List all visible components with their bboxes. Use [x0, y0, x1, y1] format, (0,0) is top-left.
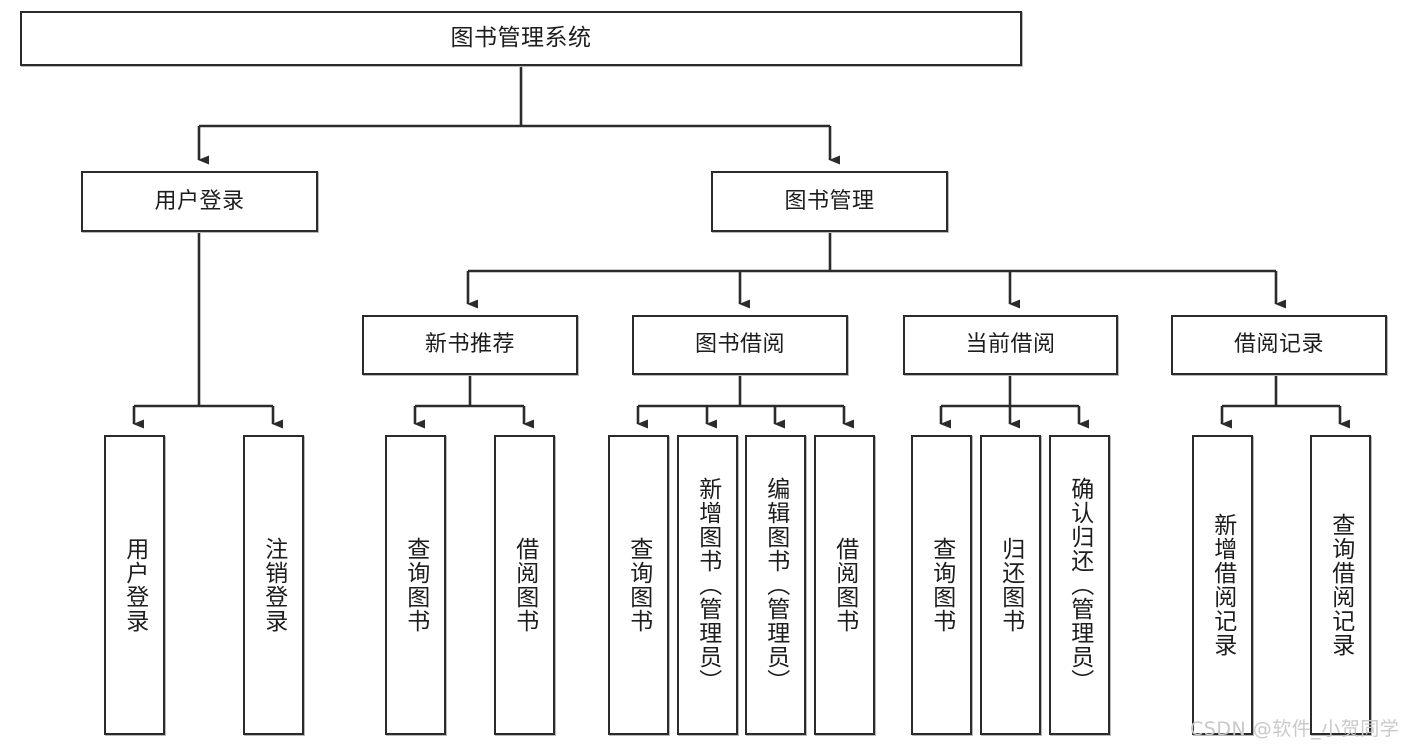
node-label: 新书推荐	[424, 332, 515, 358]
node-label: 借阅图书	[511, 537, 538, 633]
node-label: 查询图书	[402, 537, 429, 633]
node-new-book-recommend[interactable]: 新书推荐	[362, 315, 578, 375]
node-label: 借阅记录	[1233, 332, 1324, 358]
leaf-bookborrow-query-book[interactable]: 查询图书	[608, 435, 669, 735]
node-label: 图书管理系统	[450, 24, 592, 51]
node-label: 注销登录	[260, 537, 287, 633]
node-user-login[interactable]: 用户登录	[81, 171, 318, 232]
leaf-currentborrow-return-book[interactable]: 归还图书	[980, 435, 1041, 735]
node-label: 借阅图书	[831, 537, 858, 633]
leaf-currentborrow-confirm-return-admin[interactable]: 确认归还（管理员）	[1049, 435, 1110, 735]
node-label: 图书借阅	[694, 332, 785, 358]
node-label: 当前借阅	[965, 332, 1056, 358]
node-book-borrow[interactable]: 图书借阅	[632, 315, 848, 375]
node-label: 归还图书	[997, 537, 1024, 633]
node-label: 查询图书	[928, 537, 955, 633]
leaf-bookborrow-borrow-book[interactable]: 借阅图书	[814, 435, 875, 735]
node-label: 查询图书	[625, 537, 652, 633]
leaf-newbook-borrow-book[interactable]: 借阅图书	[494, 435, 555, 735]
leaf-newbook-query-book[interactable]: 查询图书	[385, 435, 446, 735]
node-label: 新增借阅记录	[1209, 513, 1236, 657]
leaf-currentborrow-query-book[interactable]: 查询图书	[911, 435, 972, 735]
leaf-bookborrow-edit-book-admin[interactable]: 编辑图书（管理员）	[745, 435, 806, 735]
node-label: 编辑图书（管理员）	[762, 477, 789, 693]
node-book-management[interactable]: 图书管理	[711, 171, 948, 232]
leaf-borrowrecord-query-record[interactable]: 查询借阅记录	[1310, 435, 1371, 735]
node-label: 用户登录	[154, 188, 245, 214]
node-label: 新增图书（管理员）	[694, 477, 721, 693]
node-system-root[interactable]: 图书管理系统	[20, 11, 1022, 66]
node-label: 确认归还（管理员）	[1066, 477, 1093, 693]
node-label: 查询借阅记录	[1327, 513, 1354, 657]
leaf-bookborrow-add-book-admin[interactable]: 新增图书（管理员）	[677, 435, 738, 735]
leaf-user-login[interactable]: 用户登录	[104, 435, 165, 735]
node-label: 图书管理	[784, 188, 875, 214]
leaf-logout[interactable]: 注销登录	[243, 435, 304, 735]
node-label: 用户登录	[121, 537, 148, 633]
watermark-credit: CSDN @软件_小贺同学	[1190, 718, 1400, 740]
node-borrow-record[interactable]: 借阅记录	[1171, 315, 1387, 375]
leaf-borrowrecord-add-record[interactable]: 新增借阅记录	[1192, 435, 1253, 735]
node-current-borrow[interactable]: 当前借阅	[903, 315, 1118, 375]
